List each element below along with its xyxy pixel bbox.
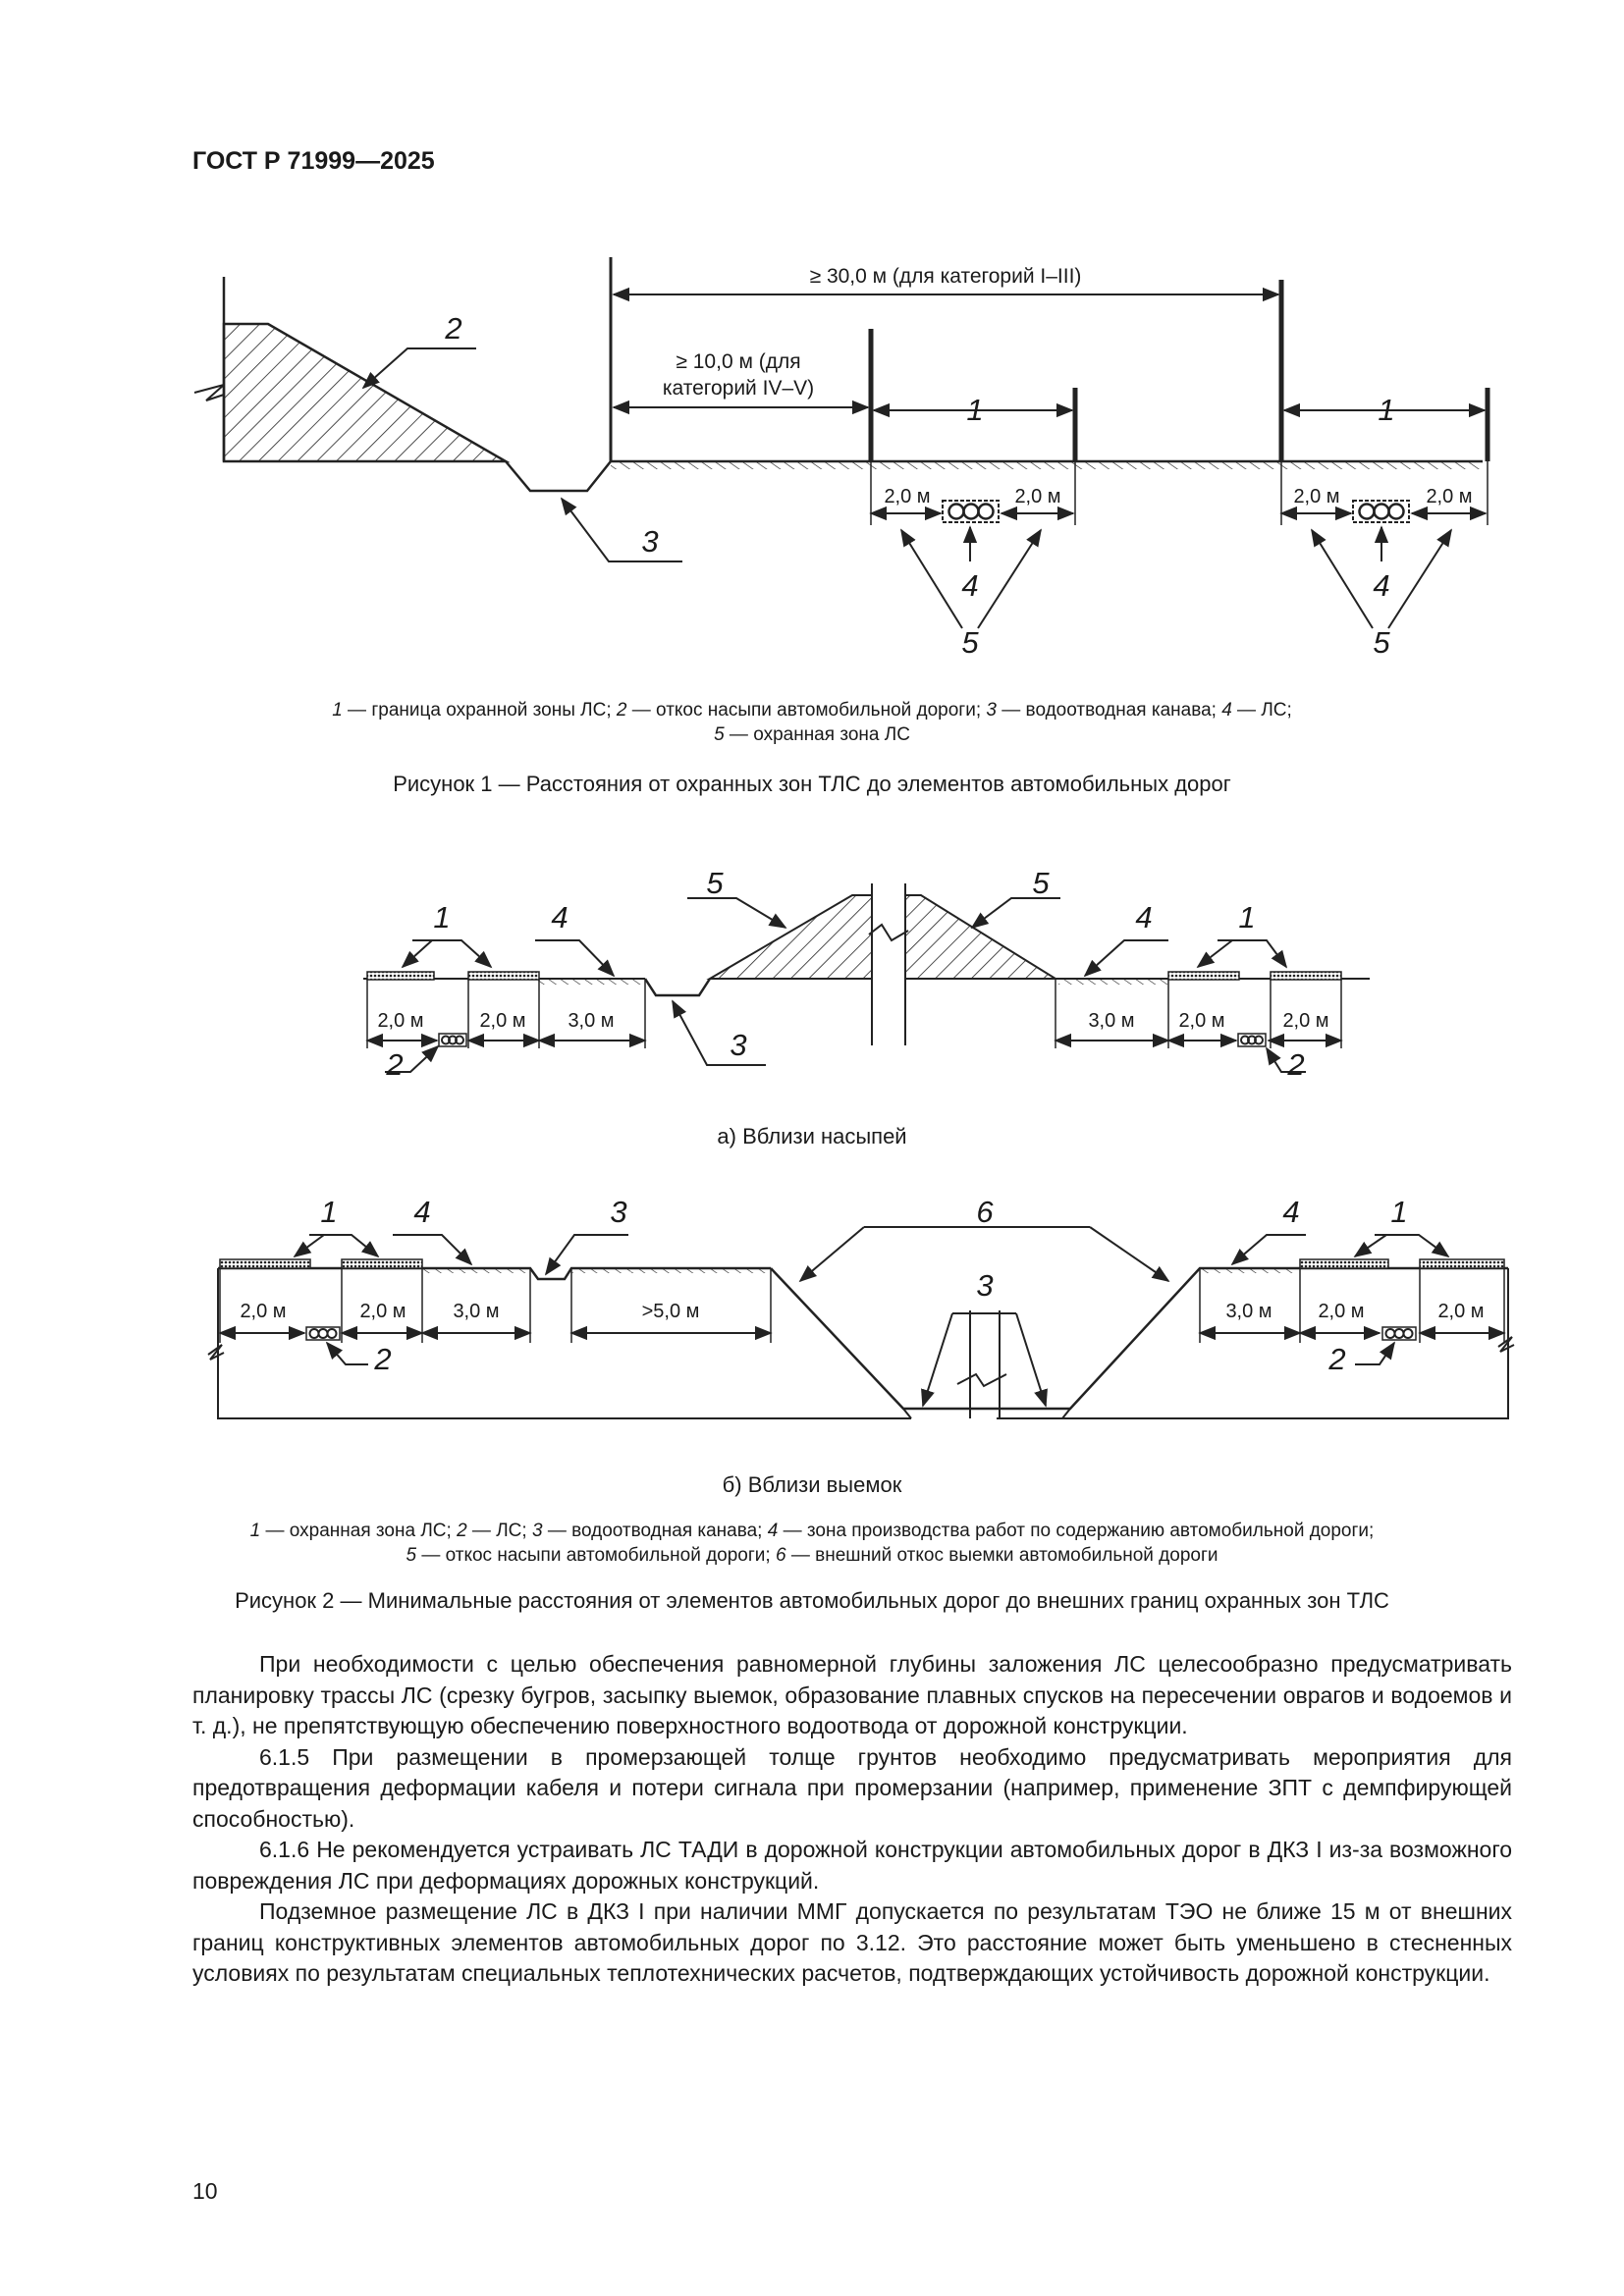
dim-near-line1: ≥ 10,0 м (для	[676, 350, 800, 373]
legend-number: 2	[457, 1521, 467, 1541]
callout-6: 6	[976, 1195, 994, 1229]
callout-4: 4	[413, 1195, 430, 1229]
dim-2m: 2,0 м	[359, 1301, 406, 1322]
callout-4: 4	[1282, 1195, 1299, 1229]
callout-1: 1	[1390, 1195, 1407, 1229]
paragraph: 6.1.6 Не рекомендуется устраивать ЛС ТАД…	[192, 1837, 1512, 1894]
callout-2: 2	[373, 1342, 391, 1376]
dim-2m: 2,0 м	[884, 486, 930, 507]
callout-5: 5	[1032, 866, 1050, 900]
callout-4-left: 4	[961, 568, 978, 603]
figure-1-legend: 1 — граница охранной зоны ЛС; 2 — откос …	[147, 698, 1477, 747]
callout-4-right: 4	[1373, 568, 1389, 603]
paragraph: При необходимости с целью обеспечения ра…	[192, 1651, 1512, 1738]
legend-number: 4	[1221, 700, 1232, 721]
figure-1-caption: Рисунок 1 — Расстояния от охранных зон Т…	[393, 772, 1231, 796]
callout-4: 4	[551, 900, 568, 934]
dim-2m: 2,0 м	[1437, 1301, 1484, 1322]
callout-5-right: 5	[1373, 625, 1390, 658]
figure-2-legend: 1 — охранная зона ЛС; 2 — ЛС; 3 — водоот…	[177, 1519, 1447, 1568]
legend-text: — граница охранной зоны ЛС;	[342, 700, 617, 721]
callout-2: 2	[444, 311, 461, 346]
legend-text: — водоотводная канава;	[542, 1521, 768, 1541]
dim-3m: 3,0 м	[1088, 1010, 1134, 1032]
figure-1-diagram: ≥ 30,0 м (для категорий I–III) ≥ 10,0 м …	[193, 257, 1490, 658]
legend-text: — откос насыпи автомобильной дороги;	[416, 1545, 776, 1566]
callout-2: 2	[1286, 1047, 1304, 1082]
figure-2a-diagram: 2,0 м 2,0 м 3,0 м 3,0 м 2,0 м 2,0 м 2 2 …	[363, 866, 1370, 1082]
figure-2b-diagram: 2,0 м 2,0 м 3,0 м >5,0 м 3,0 м 2,0 м 2,0…	[207, 1195, 1515, 1419]
dim-2m: 2,0 м	[1426, 486, 1472, 507]
callout-1-left: 1	[966, 393, 983, 427]
legend-line-1: 1 — охранная зона ЛС; 2 — ЛС; 3 — водоот…	[177, 1519, 1447, 1543]
legend-line-1: 1 — граница охранной зоны ЛС; 2 — откос …	[147, 698, 1477, 722]
callout-1: 1	[1238, 900, 1255, 934]
legend-number: 2	[616, 700, 627, 721]
legend-text: — внешний откос выемки автомобильной дор…	[785, 1545, 1218, 1566]
callout-1: 1	[433, 900, 450, 934]
legend-text: — охранная зона ЛС	[724, 724, 910, 745]
callout-2: 2	[385, 1047, 403, 1082]
legend-number: 1	[332, 700, 343, 721]
callout-5: 5	[706, 866, 724, 900]
paragraph: Подземное размещение ЛС в ДКЗ I при нали…	[192, 1898, 1512, 1986]
dim-2m: 2,0 м	[1178, 1010, 1224, 1032]
body-text: При необходимости с целью обеспечения ра…	[192, 1649, 1512, 1990]
legend-line-2: 5 — откос насыпи автомобильной дороги; 6…	[177, 1543, 1447, 1568]
dim-2m: 2,0 м	[1318, 1301, 1364, 1322]
legend-text: — ЛС;	[466, 1521, 532, 1541]
callout-3: 3	[641, 524, 658, 559]
embankment-slope	[193, 277, 511, 463]
dim-total-30m: ≥ 30,0 м (для категорий I–III)	[810, 265, 1082, 288]
legend-number: 6	[775, 1545, 786, 1566]
callout-5-left: 5	[961, 625, 979, 658]
legend-text: — охранная зона ЛС;	[260, 1521, 458, 1541]
legend-number: 1	[249, 1521, 261, 1541]
legend-number: 3	[531, 1521, 543, 1541]
legend-number: 5	[406, 1545, 417, 1566]
dim-2m: 2,0 м	[240, 1301, 286, 1322]
dim-2m: 2,0 м	[1293, 486, 1339, 507]
dim-2m: 2,0 м	[479, 1010, 525, 1032]
dim-3m: 3,0 м	[568, 1010, 614, 1032]
dim-2m: 2,0 м	[377, 1010, 423, 1032]
callout-3: 3	[976, 1268, 993, 1303]
legend-number: 4	[767, 1521, 779, 1541]
figure-2a-subcaption: а) Вблизи насыпей	[717, 1124, 907, 1148]
figure-2-caption: Рисунок 2 — Минимальные расстояния от эл…	[235, 1588, 1389, 1613]
dim-3m: 3,0 м	[453, 1301, 499, 1322]
legend-text: — откос насыпи автомобильной дороги;	[626, 700, 987, 721]
callout-4: 4	[1135, 900, 1152, 934]
callout-2: 2	[1327, 1342, 1345, 1376]
legend-number: 5	[714, 724, 725, 745]
legend-text: — зона производства работ по содержанию …	[778, 1521, 1375, 1541]
dim-2m: 2,0 м	[1282, 1010, 1328, 1032]
callout-1: 1	[320, 1195, 337, 1229]
dim-3m: 3,0 м	[1225, 1301, 1272, 1322]
legend-text: — водоотводная канава;	[997, 700, 1222, 721]
callout-1-right: 1	[1378, 393, 1394, 427]
page-number: 10	[192, 2178, 218, 2204]
cable-zone-right: 2,0 м 2,0 м 4 5	[1279, 461, 1489, 658]
callout-3: 3	[730, 1028, 746, 1062]
cable-zone-left: 2,0 м 2,0 м 4 5	[869, 461, 1076, 658]
figure-2b-subcaption: б) Вблизи выемок	[722, 1472, 902, 1497]
legend-text: — ЛС;	[1231, 700, 1292, 721]
legend-line-2: 5 — охранная зона ЛС	[147, 722, 1477, 747]
dim-near-line2: категорий IV–V)	[663, 377, 814, 400]
ground-surface	[611, 461, 1483, 469]
paragraph: 6.1.5 При размещении в промерзающей толщ…	[192, 1743, 1512, 1832]
dim-5m: >5,0 м	[642, 1301, 700, 1322]
standard-header: ГОСТ Р 71999—2025	[192, 147, 435, 175]
callout-3: 3	[610, 1195, 626, 1229]
legend-number: 3	[986, 700, 997, 721]
dim-2m: 2,0 м	[1014, 486, 1060, 507]
